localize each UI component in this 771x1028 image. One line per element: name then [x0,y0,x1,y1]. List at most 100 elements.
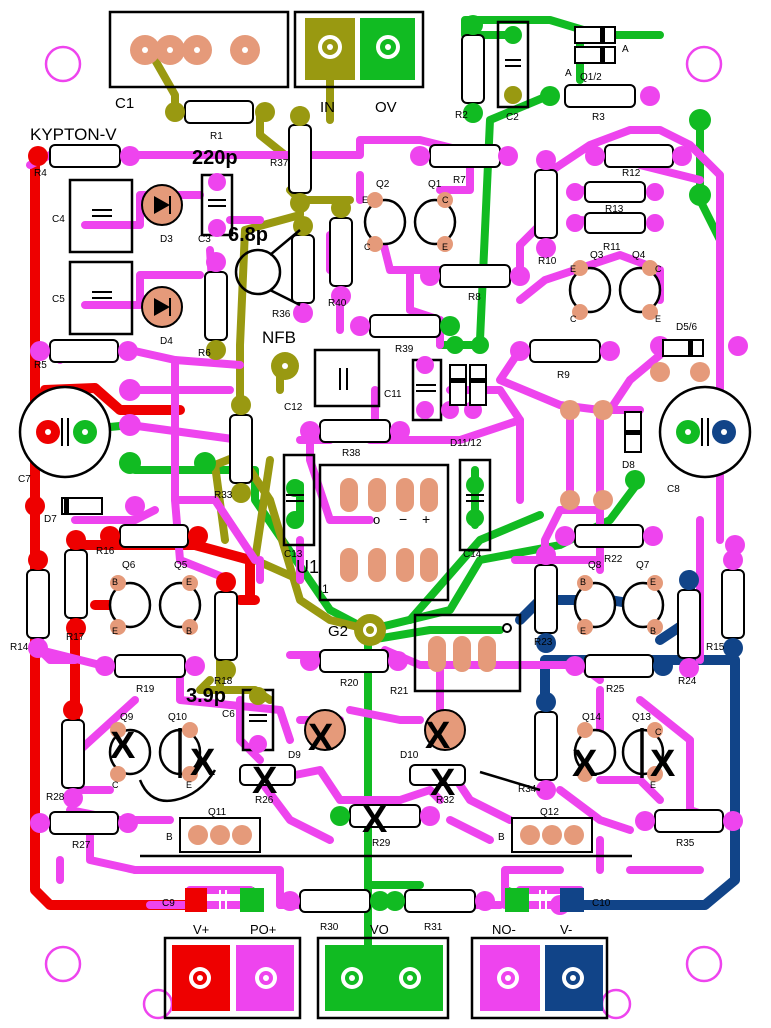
label-r9: R9 [557,370,570,381]
resistor-r2 [461,34,485,104]
label-r21: R21 [390,686,409,697]
label-r32: R32 [436,795,455,806]
c8-capacitor [658,385,752,479]
label-c6: C6 [222,709,235,720]
u1-pads [340,478,438,582]
resistor-r7 [429,144,501,168]
mounting-holes [44,45,723,1020]
label-q5: Q5 [174,560,188,571]
svg-text:E: E [570,264,576,274]
annotation-stroke-right [479,770,541,792]
x-mark: X [190,742,216,784]
label-in: IN [320,99,335,116]
label-r23: R23 [534,637,553,648]
d9-led [304,709,346,751]
resistor-r22 [574,524,644,548]
x-mark: X [110,725,136,767]
x-mark: X [362,799,388,841]
x-mark: X [308,717,334,759]
label-q11: Q11 [208,807,227,818]
label-nfb: NFB [262,328,296,347]
resistor-r34 [534,711,558,781]
big-capacitors [18,385,752,479]
label-r28: R28 [46,792,65,803]
svg-text:B: B [186,626,192,636]
label-q12: Q12 [540,807,559,818]
output-transistor-pads [179,817,593,853]
x-mark: X [252,760,278,802]
c13-outline [282,453,316,547]
svg-text:E: E [650,577,656,587]
resistor-r36 [291,234,315,304]
c1-outline [108,10,290,89]
resistor-r16 [119,524,189,548]
label-r3: R3 [592,112,605,123]
label-q11-b: B [166,832,173,843]
svg-text:E: E [186,780,192,790]
resistor-r27 [49,811,119,835]
in-ov-connector [305,18,415,80]
resistor-r30 [299,889,371,913]
label-q13: Q13 [632,712,651,723]
transistors [108,198,665,776]
q8-transistor [573,581,617,629]
label-q12-b: B [498,832,505,843]
d11-diode [449,364,467,406]
label-r22: R22 [604,554,623,565]
label-r16: R16 [96,546,115,557]
d12-diode [469,364,487,406]
svg-text:C: C [364,242,371,252]
label-c2: C2 [506,112,519,123]
mounting-hole [44,945,82,983]
label-g2: G2 [328,623,348,640]
label-vo: VO [370,922,389,937]
mounting-hole [685,945,723,983]
d5-diode [662,339,704,357]
label-q9: Q9 [120,712,134,723]
output-block-left [163,936,302,1020]
resistor-r40 [329,217,353,287]
resistor-r24 [677,589,701,659]
svg-text:E: E [655,314,661,324]
label-r19: R19 [136,684,155,695]
output-block-mid [316,936,450,1020]
label-r11: R11 [603,242,621,253]
q3-transistor [568,266,612,314]
resistor-r6 [204,271,228,341]
resistor-r17 [64,549,88,619]
label-r25: R25 [606,684,625,695]
label-r37: R37 [270,158,289,169]
label-poplus: PO+ [250,922,276,937]
svg-text:B: B [650,626,656,636]
label-d9: D9 [288,750,301,761]
svg-text:C: C [442,195,449,205]
label-q12top: Q1/2 [580,72,602,83]
resistor-r37 [288,124,312,194]
c4-outline [68,178,134,254]
label-d3: D3 [160,234,173,245]
x-mark: X [425,715,451,757]
resistor-r15 [721,569,745,639]
resistor-r12 [604,144,674,168]
x-marks: X X X X X X X X X [110,715,676,841]
label-c11: C11 [384,389,402,400]
svg-text:E: E [442,242,448,252]
c14-outline [458,458,492,552]
label-u1-pin-o: o [373,512,380,527]
annotations [138,229,644,803]
resistor-r19 [114,654,186,678]
label-r8: R8 [468,292,481,303]
pads [25,15,748,915]
svg-text:C: C [655,264,662,274]
label-r30: R30 [320,922,339,933]
label-r17: R17 [66,632,85,643]
label-d8: D8 [622,460,635,471]
q7-transistor [621,581,665,629]
label-r39: R39 [395,344,414,355]
d2-diode [574,46,616,64]
mounting-hole [142,988,174,1020]
c1-pads [130,35,260,65]
x-mark: X [650,743,676,785]
leds [141,184,466,751]
u1-outline [318,463,450,602]
